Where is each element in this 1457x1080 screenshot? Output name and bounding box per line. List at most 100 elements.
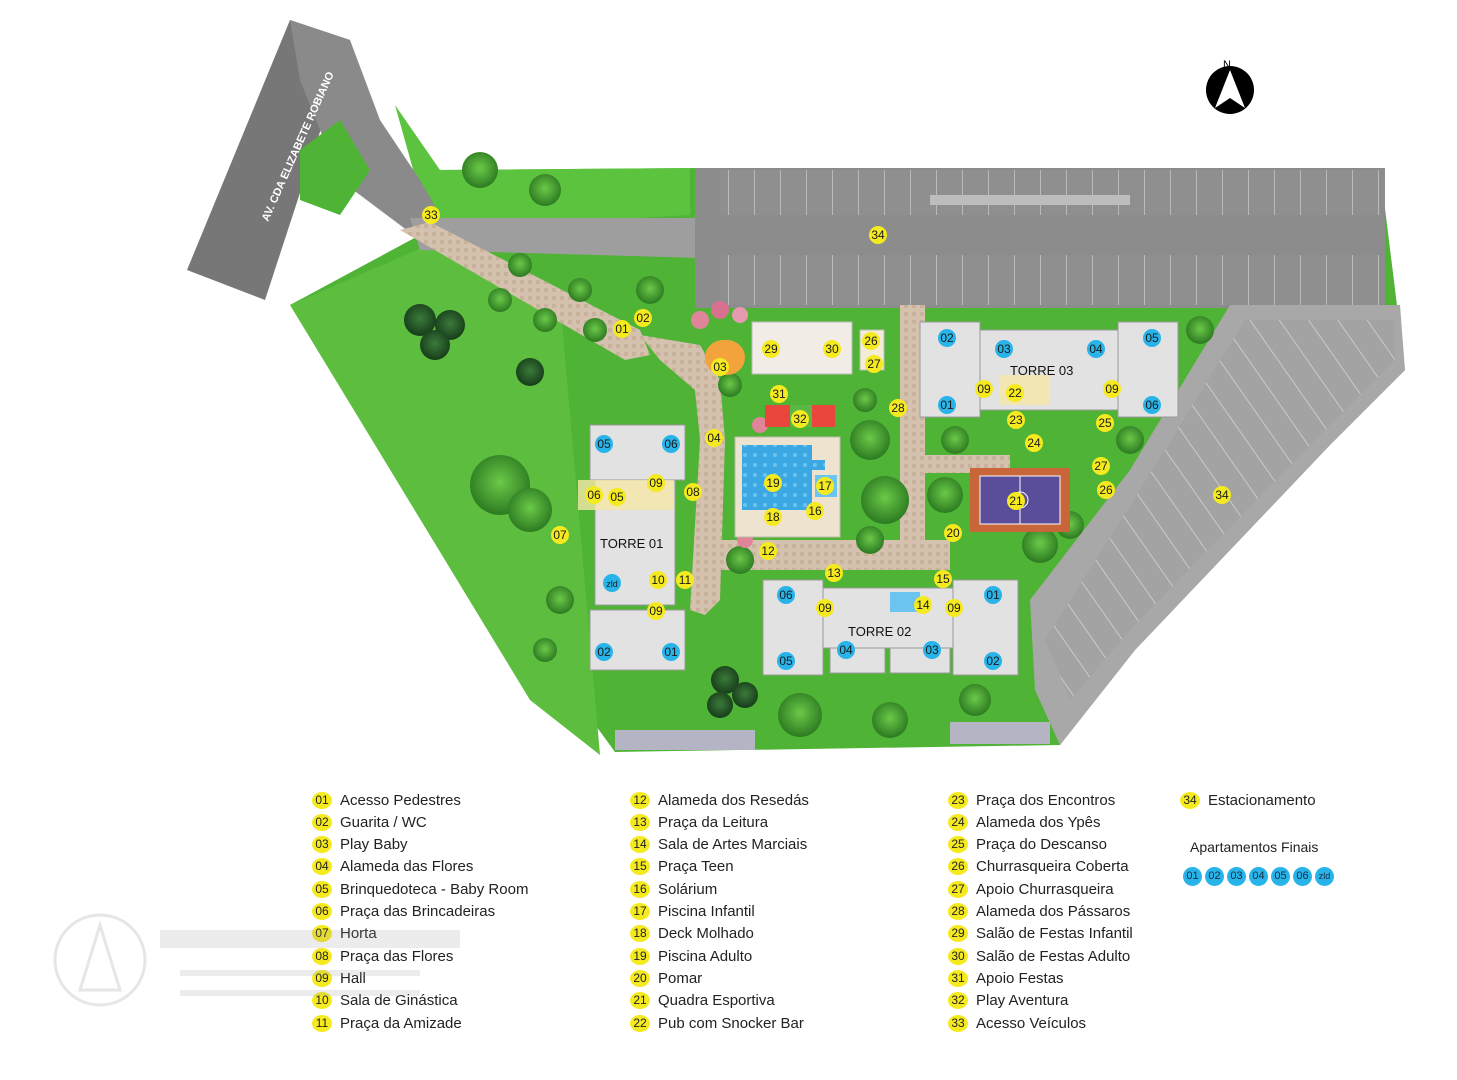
legend-label: Alameda dos Ypês bbox=[976, 813, 1101, 831]
amenity-marker: 34 bbox=[869, 226, 887, 244]
svg-text:06: 06 bbox=[587, 488, 601, 502]
svg-text:09: 09 bbox=[818, 601, 832, 615]
svg-text:09: 09 bbox=[947, 601, 961, 615]
svg-text:09: 09 bbox=[977, 382, 991, 396]
apartment-marker: zld bbox=[603, 574, 621, 592]
amenity-marker: 09 bbox=[816, 599, 834, 617]
amenity-marker: 17 bbox=[816, 477, 834, 495]
apartment-marker: 06 bbox=[1143, 396, 1161, 414]
site-plan-map: N AV. CDA ELIZABETE ROBIANO TORRE 01 TOR… bbox=[187, 20, 1405, 755]
amenity-marker: 26 bbox=[862, 332, 880, 350]
svg-text:33: 33 bbox=[424, 208, 438, 222]
legend-item: 13 Praça da Leitura bbox=[630, 812, 768, 832]
legend-number-badge: 23 bbox=[948, 791, 968, 809]
svg-text:08: 08 bbox=[686, 485, 700, 499]
legend-number-badge: 20 bbox=[630, 969, 650, 987]
legend-item: 20 Pomar bbox=[630, 968, 702, 988]
amenity-marker: 23 bbox=[1007, 411, 1025, 429]
legend-label: Solárium bbox=[658, 880, 718, 898]
tower-01-label: TORRE 01 bbox=[600, 536, 663, 551]
amenity-marker: 16 bbox=[806, 502, 824, 520]
watermark-logo bbox=[53, 913, 460, 1007]
legend-label: Guarita / WC bbox=[340, 813, 427, 831]
legend-label: Salão de Festas Adulto bbox=[976, 947, 1131, 965]
amenity-marker: 09 bbox=[945, 599, 963, 617]
pool-adult bbox=[742, 445, 825, 510]
amenity-marker: 19 bbox=[764, 474, 782, 492]
access-driveway bbox=[410, 218, 700, 258]
legend-number-badge: 29 bbox=[948, 925, 968, 943]
legend-number-badge: 08 bbox=[312, 947, 332, 965]
apartment-marker: 03 bbox=[923, 641, 941, 659]
legend-label: Praça da Leitura bbox=[658, 813, 769, 831]
svg-text:17: 17 bbox=[818, 479, 832, 493]
svg-text:09: 09 bbox=[649, 604, 663, 618]
svg-text:05: 05 bbox=[597, 437, 611, 451]
amenity-marker: 03 bbox=[711, 358, 729, 376]
svg-text:20: 20 bbox=[946, 526, 960, 540]
svg-text:14: 14 bbox=[916, 598, 930, 612]
svg-text:26: 26 bbox=[864, 334, 878, 348]
amenity-marker: 34 bbox=[1213, 486, 1231, 504]
amenity-marker: 28 bbox=[889, 399, 907, 417]
apartment-marker: 02 bbox=[938, 329, 956, 347]
legend-label: Acesso Pedestres bbox=[340, 791, 461, 809]
amenity-marker: 14 bbox=[914, 596, 932, 614]
grass-upper bbox=[395, 105, 690, 230]
apartment-badge: 02 bbox=[1205, 867, 1224, 886]
road-island bbox=[300, 120, 370, 215]
legend-label: Hall bbox=[340, 969, 366, 987]
legend-label: Salão de Festas Infantil bbox=[976, 925, 1133, 943]
svg-text:34: 34 bbox=[1215, 488, 1229, 502]
amenity-marker: 11 bbox=[676, 571, 694, 589]
svg-text:06: 06 bbox=[779, 588, 793, 602]
svg-text:27: 27 bbox=[1094, 459, 1108, 473]
apartment-marker: 01 bbox=[662, 643, 680, 661]
svg-text:22: 22 bbox=[1008, 386, 1022, 400]
legend-item: 25 Praça do Descanso bbox=[948, 835, 1107, 855]
amenity-marker: 29 bbox=[762, 340, 780, 358]
legend-number-badge: 25 bbox=[948, 836, 968, 854]
apartment-badge: 06 bbox=[1293, 867, 1312, 886]
legend-label: Praça do Descanso bbox=[976, 836, 1107, 854]
legend-number-badge: 22 bbox=[630, 1014, 650, 1032]
legend-number-badge: 24 bbox=[948, 813, 968, 831]
legend-label: Churrasqueira Coberta bbox=[976, 858, 1129, 876]
svg-text:24: 24 bbox=[1027, 436, 1041, 450]
legend-label: Praça das Flores bbox=[340, 947, 454, 965]
legend-label: Estacionamento bbox=[1208, 791, 1316, 809]
legend-label: Alameda dos Pássaros bbox=[976, 903, 1131, 920]
apartment-marker: 05 bbox=[1143, 329, 1161, 347]
legend-number-badge: 17 bbox=[630, 903, 650, 920]
legend-label: Alameda das Flores bbox=[340, 858, 474, 876]
svg-text:01: 01 bbox=[615, 322, 629, 336]
amenity-marker: 09 bbox=[647, 474, 665, 492]
legend-number-badge: 13 bbox=[630, 813, 650, 831]
legend-number-badge: 26 bbox=[948, 858, 968, 876]
north-label: N bbox=[1223, 59, 1231, 71]
north-arrow: N bbox=[1206, 59, 1254, 114]
svg-text:15: 15 bbox=[936, 572, 950, 586]
legend-label: Apoio Churrasqueira bbox=[976, 880, 1114, 898]
legend-label: Horta bbox=[340, 925, 377, 942]
legend-item: 24 Alameda dos Ypês bbox=[948, 812, 1101, 832]
legend-number-badge: 27 bbox=[948, 880, 968, 898]
legend-number-badge: 05 bbox=[312, 880, 332, 898]
legend-item: 26 Churrasqueira Coberta bbox=[948, 857, 1129, 877]
svg-text:34: 34 bbox=[871, 228, 885, 242]
legend-number-badge: 31 bbox=[948, 969, 968, 987]
legend-label: Pomar bbox=[658, 969, 703, 987]
legend-number-badge: 04 bbox=[312, 858, 332, 876]
amenity-marker: 08 bbox=[684, 483, 702, 501]
apartment-marker: 03 bbox=[995, 340, 1013, 358]
svg-text:02: 02 bbox=[940, 331, 954, 345]
svg-text:05: 05 bbox=[1145, 331, 1159, 345]
